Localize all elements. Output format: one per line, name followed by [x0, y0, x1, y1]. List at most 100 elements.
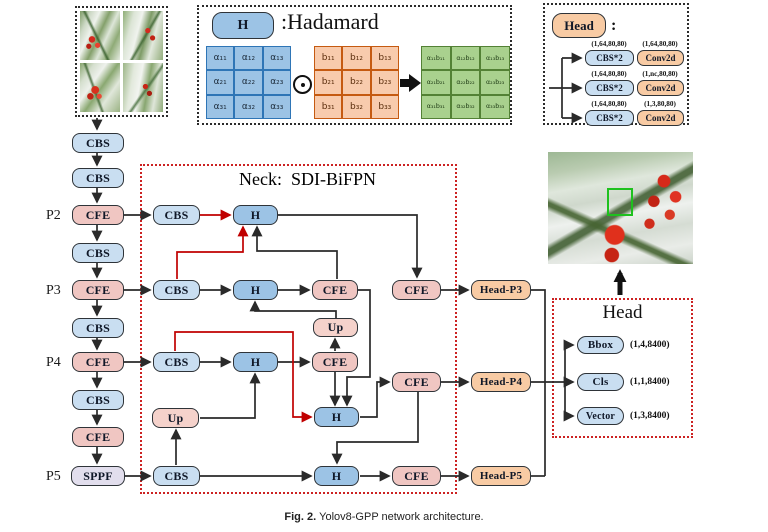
p2-label: P2	[46, 208, 61, 223]
matrix-cell: α₂₂b₂₂	[450, 70, 481, 95]
matrix-cell: α₃₁	[206, 94, 235, 119]
matrix-cell: b₁₁	[314, 46, 343, 71]
tensor-shape-label: (1,nc,80,80)	[642, 70, 678, 78]
edge-headp3-trunk	[531, 289, 546, 476]
node-cfe-p2: CFE	[72, 205, 124, 225]
node-hadamard-p2: H	[233, 205, 278, 225]
node-cbs-neck-p5: CBS	[153, 466, 200, 486]
node-upsample-2: Up	[152, 408, 199, 428]
circled-dot-icon	[293, 75, 312, 94]
matrix-cell: α₃₂	[234, 94, 263, 119]
hadamard-result-arrow-icon	[400, 74, 421, 92]
head-symbol-pill: Head	[552, 13, 606, 38]
matrix-cell: α₂₃b₂₃	[480, 70, 510, 95]
input-image-grid	[75, 6, 168, 117]
cbs2-pill: CBS*2	[585, 110, 634, 126]
matrix-cell: α₂₁	[206, 70, 235, 95]
figure-caption: Fig. 2.Yolov8-GPP network architecture.	[0, 511, 768, 523]
tensor-shape-label: (1,64,80,80)	[591, 70, 627, 78]
matrix-cell: α₃₃	[262, 94, 291, 119]
caption-label: Fig. 2.	[284, 511, 317, 523]
node-cbs: CBS	[72, 318, 124, 338]
node-cfe-pre-headp4: CFE	[392, 372, 441, 392]
matrix-cell: α₁₁b₁₁	[421, 46, 451, 71]
input-photo	[80, 11, 120, 60]
node-cfe-pre-headp5: CFE	[392, 466, 441, 486]
node-hadamard-p4-fused: H	[314, 407, 359, 427]
node-hadamard-p5: H	[314, 466, 359, 486]
caption-text: Yolov8-GPP network architecture.	[319, 511, 484, 523]
node-cbs: CBS	[72, 168, 124, 188]
node-hadamard-p3: H	[233, 280, 278, 300]
node-cbs: CBS	[72, 133, 124, 153]
node-cfe-pre-headp3: CFE	[392, 280, 441, 300]
matrix-cell: b₂₂	[342, 70, 371, 95]
node-vector: Vector	[577, 407, 624, 425]
matrix-cell: α₁₂b₁₂	[450, 46, 481, 71]
neck-title: Neck: SDI-BiFPN	[238, 169, 376, 189]
matrix-cell: α₂₁b₂₁	[421, 70, 451, 95]
node-head-p5: Head-P5	[471, 466, 531, 486]
node-cbs: CBS	[72, 390, 124, 410]
result-photo	[548, 152, 693, 264]
tensor-shape-label: (1,4,8400)	[630, 340, 670, 350]
input-photo	[123, 11, 163, 60]
arrow-tip	[409, 74, 421, 92]
tensor-shape-label: (1,3,8400)	[630, 411, 670, 421]
matrix-cell: α₃₂b₃₂	[450, 94, 481, 119]
node-cbs-neck-p4: CBS	[153, 352, 200, 372]
input-photo	[123, 63, 163, 112]
node-cfe-p4: CFE	[72, 352, 124, 372]
conv2d-pill: Conv2d	[637, 110, 684, 126]
matrix-cell: b₃₁	[314, 94, 343, 119]
matrix-cell: α₂₃	[262, 70, 291, 95]
node-cfe: CFE	[72, 427, 124, 447]
node-head-p3: Head-P3	[471, 280, 531, 300]
neck-region-box	[140, 164, 457, 494]
hadamard-symbol-pill: H	[212, 12, 274, 39]
node-cfe-p3: CFE	[72, 280, 124, 300]
node-cfe-neck-p4: CFE	[312, 352, 358, 372]
matrix-cell: α₁₁	[206, 46, 235, 71]
matrix-cell: b₂₃	[370, 70, 399, 95]
matrix-cell: α₂₂	[234, 70, 263, 95]
cbs2-pill: CBS*2	[585, 50, 634, 66]
node-head-p4: Head-P4	[471, 372, 531, 392]
p5-label: P5	[46, 469, 61, 484]
detection-bbox	[607, 188, 633, 216]
matrix-cell: α₁₃	[262, 46, 291, 71]
matrix-cell: b₂₁	[314, 70, 343, 95]
matrix-cell: b₁₃	[370, 46, 399, 71]
node-cbs-neck-p3: CBS	[153, 280, 200, 300]
node-bbox: Bbox	[577, 336, 624, 354]
tensor-shape-label: (1,64,80,80)	[591, 40, 627, 48]
head-output-box	[552, 298, 693, 438]
matrix-cell: b₃₃	[370, 94, 399, 119]
hadamard-legend-title: :Hadamard	[281, 9, 379, 34]
matrix-cell: b₁₂	[342, 46, 371, 71]
matrix-cell: α₃₁b₃₁	[421, 94, 451, 119]
p3-label: P3	[46, 283, 61, 298]
head-output-title: Head	[602, 302, 643, 323]
conv2d-pill: Conv2d	[637, 80, 684, 96]
head-legend-colon: :	[611, 17, 617, 34]
arrow-stem	[400, 79, 409, 87]
matrix-cell: α₁₃b₁₃	[480, 46, 510, 71]
node-cbs-neck-p2: CBS	[153, 205, 200, 225]
node-sppf: SPPF	[71, 466, 125, 486]
node-cfe-neck-p3: CFE	[312, 280, 358, 300]
tensor-shape-label: (1,1,8400)	[630, 377, 670, 387]
matrix-cell: α₁₂	[234, 46, 263, 71]
cbs2-pill: CBS*2	[585, 80, 634, 96]
tensor-shape-label: (1,64,80,80)	[642, 40, 678, 48]
conv2d-pill: Conv2d	[637, 50, 684, 66]
node-cls: Cls	[577, 373, 624, 391]
node-upsample-1: Up	[313, 318, 358, 337]
tensor-shape-label: (1,64,80,80)	[591, 100, 627, 108]
matrix-cell: α₃₃b₃₃	[480, 94, 510, 119]
tensor-shape-label: (1,3,80,80)	[644, 100, 676, 108]
matrix-cell: b₃₂	[342, 94, 371, 119]
